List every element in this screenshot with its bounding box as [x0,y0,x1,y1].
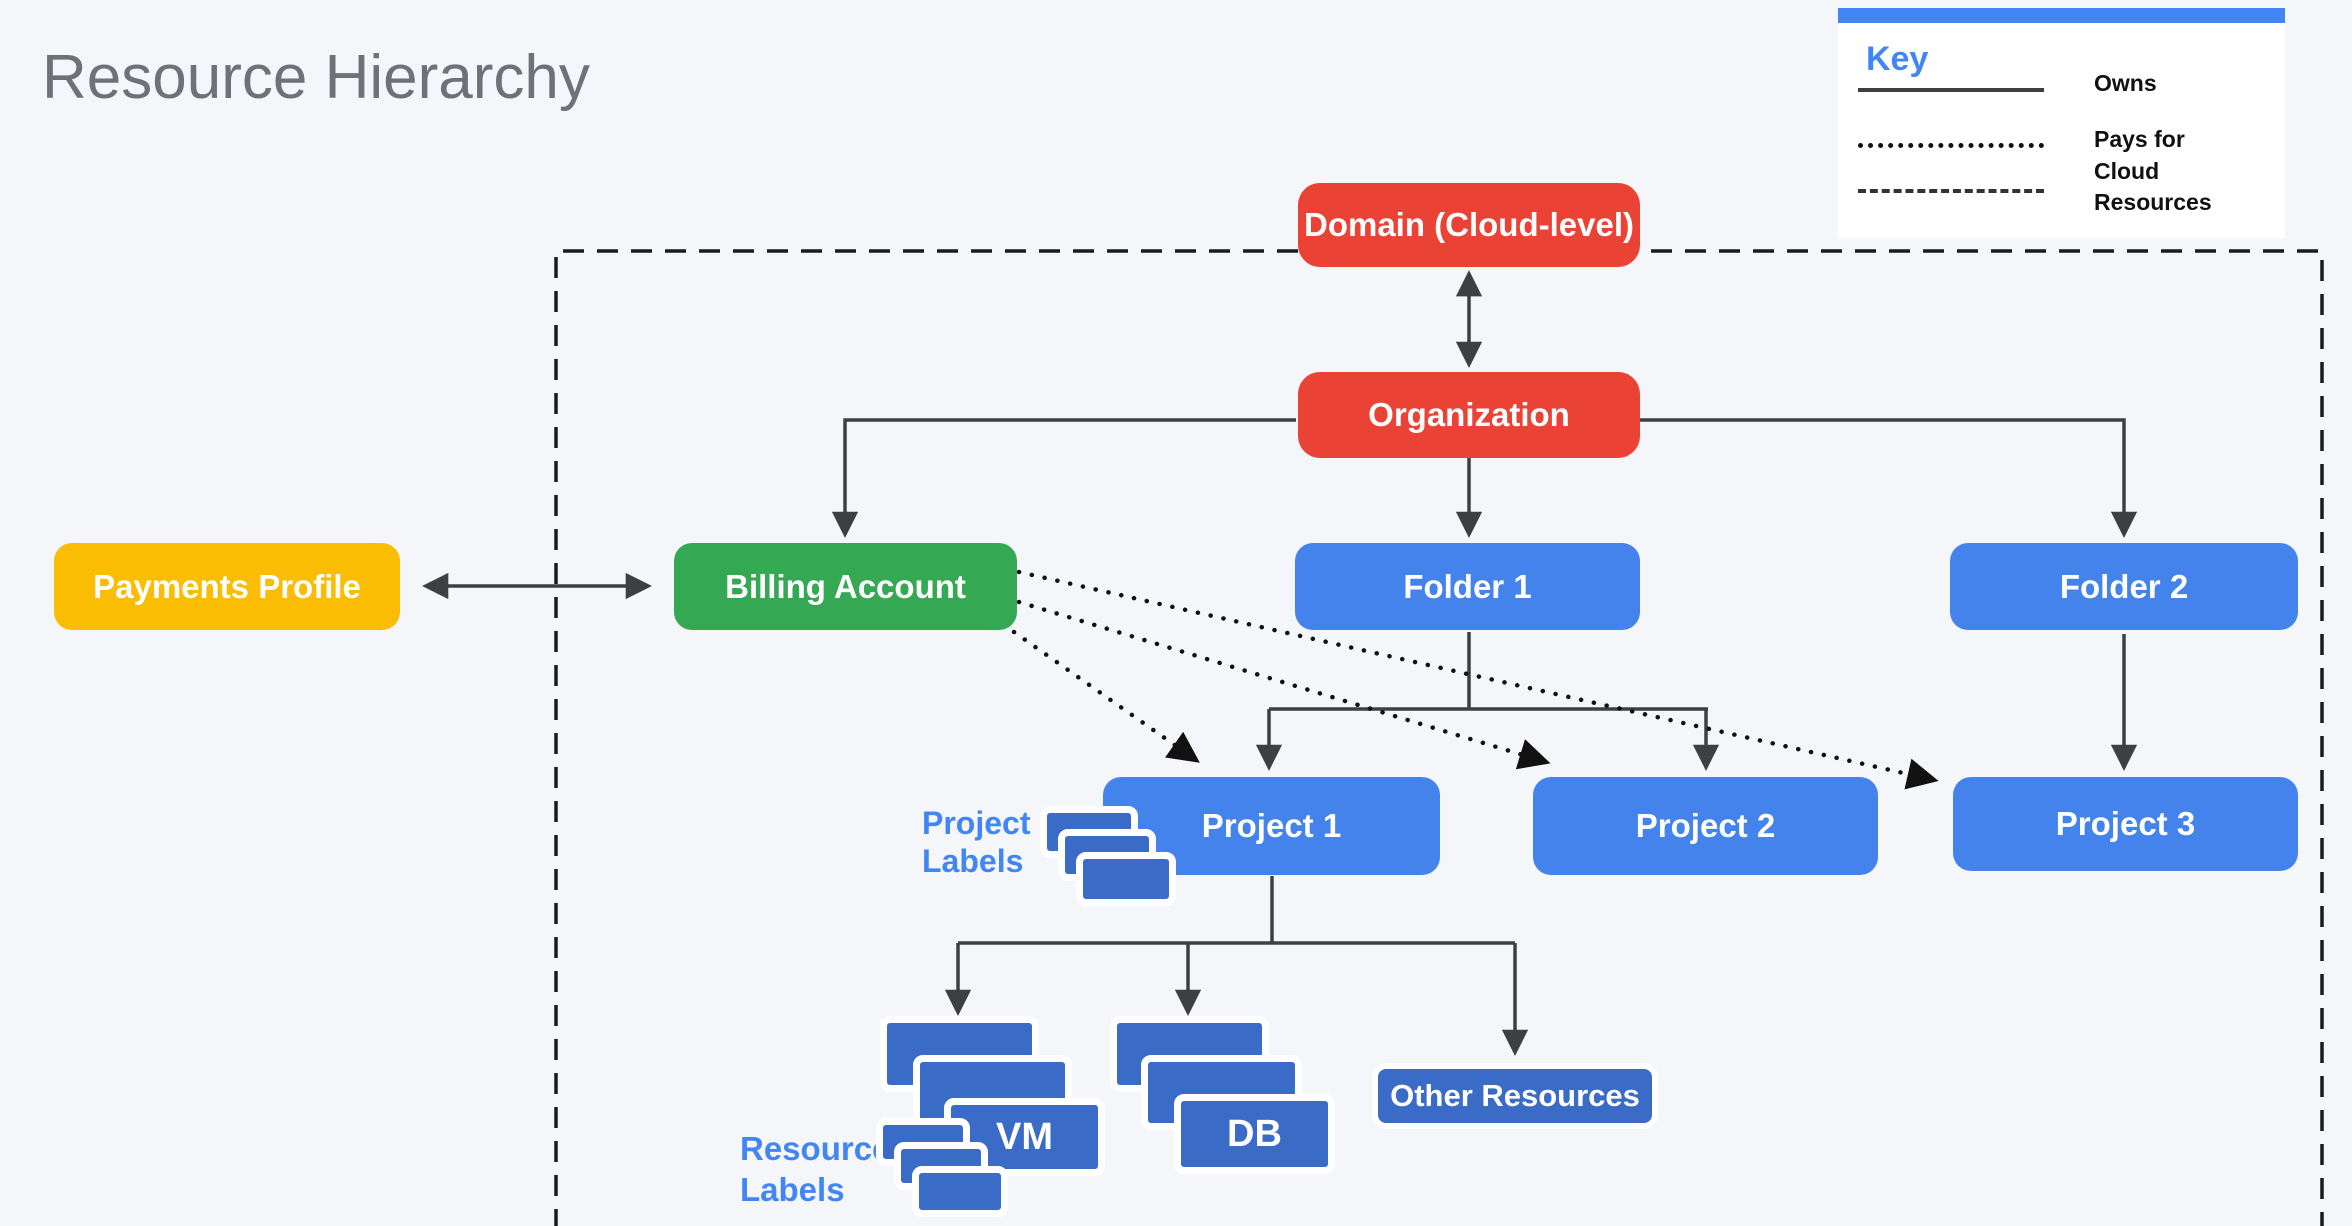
node-other-resources: Other Resources [1372,1063,1658,1129]
legend-header-bar [1838,8,2285,23]
node-domain: Domain (Cloud-level) [1298,183,1640,267]
legend-label-owns: Owns [2094,70,2157,96]
resource-labels-annotation: Resource Labels [740,1128,890,1210]
project-labels-line2: Labels [922,843,1024,879]
node-folder-2: Folder 2 [1950,543,2298,630]
legend-dashed-line-sample [1858,189,2044,193]
resource-labels-line2: Labels [740,1171,845,1208]
legend-label-cloud-resources: Cloud Resources [2094,158,2212,215]
edge-billing-project2 [1016,599,1551,770]
resource-label-card-3 [912,1166,1008,1217]
edge-organization-billing [831,418,1296,538]
edge-billing-project1 [1011,629,1200,763]
db-card-front: DB [1174,1094,1335,1174]
node-folder-1: Folder 1 [1295,543,1640,630]
node-project-1: Project 1 [1103,777,1440,875]
pays-for-connectors [1011,569,1939,790]
legend-dotted-line-sample [1858,143,2044,148]
project-labels-line1: Project [922,805,1031,841]
node-payments-profile: Payments Profile [54,543,400,630]
page-title: Resource Hierarchy [42,43,590,112]
node-project-2: Project 2 [1533,777,1878,875]
project-labels-annotation: Project Labels [922,804,1030,880]
legend-title: Key [1866,40,1929,78]
legend-label-pays-for: Pays for [2094,126,2185,152]
node-organization: Organization [1298,372,1640,458]
cloud-resources-boundary [554,249,2324,1226]
project-label-card-3 [1076,852,1176,906]
vm-card-back [880,1016,1039,1092]
legend-solid-line-sample [1858,88,2044,92]
legend: Key Owns Pays for Cloud Resources [1838,8,2285,238]
edge-billing-project3 [1016,569,1939,790]
edge-organization-folder2 [1640,418,2138,538]
owns-connectors [422,270,2138,1056]
node-project-3: Project 3 [1953,777,2298,871]
node-billing-account: Billing Account [674,543,1017,630]
resource-labels-line1: Resource [740,1130,891,1167]
